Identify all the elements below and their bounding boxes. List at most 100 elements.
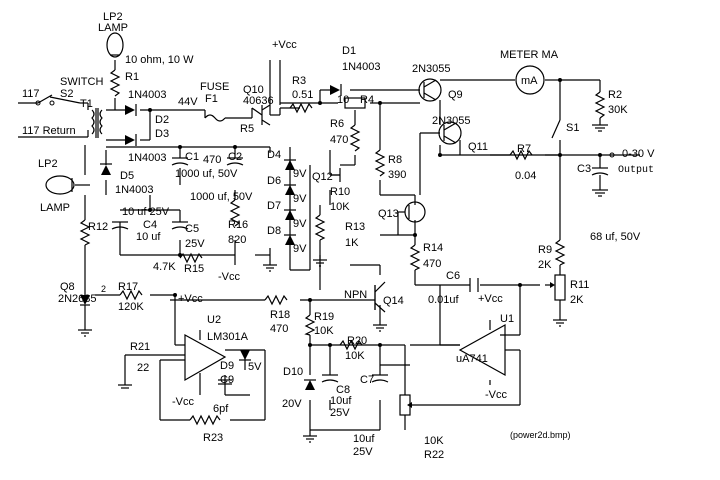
label-vcc-top: +Vcc — [272, 39, 297, 51]
label-r21-val: 22 — [137, 362, 149, 374]
capacitor-c3 — [591, 167, 609, 197]
capacitor-c7 — [371, 374, 389, 383]
label-r11: R11 — [570, 279, 589, 291]
zener-stack — [284, 159, 296, 265]
label-c8-v: 25V — [330, 407, 350, 419]
label-r15: R15 — [184, 263, 204, 275]
label-u1-part: uA741 — [456, 353, 488, 365]
transformer-t1 — [91, 108, 103, 138]
label-r16-val: 820 — [228, 234, 246, 246]
resistor-r14 — [409, 244, 421, 271]
label-r14: R14 — [423, 242, 443, 254]
capacitor-c9 — [218, 379, 232, 385]
label-out-range: 0-30 V — [622, 148, 655, 160]
label-d2-part: 1N4003 — [128, 89, 167, 101]
label-c6: C6 — [446, 270, 460, 282]
label-r18: R18 — [270, 309, 290, 321]
label-d8: D8 — [267, 225, 281, 237]
label-c1-val: 1000 uf, 50V — [175, 168, 238, 180]
label-c2-val: 1000 uf, 50V — [190, 191, 253, 203]
label-npn: NPN — [344, 289, 367, 301]
label-r11-val: 2K — [570, 294, 584, 306]
label-c5: C5 — [185, 223, 199, 235]
switch-s2 — [35, 94, 55, 106]
label-r17: R17 — [118, 281, 138, 293]
label-c2: C2 — [228, 151, 242, 163]
meter-ma — [515, 65, 545, 95]
output-terminal — [609, 152, 615, 158]
label-lamp-top: LAMP — [98, 22, 128, 34]
capacitor-c1 — [171, 157, 189, 166]
label-q9: Q9 — [448, 89, 463, 101]
label-r4-val: 10 — [337, 94, 349, 106]
label-t1: T1 — [80, 98, 93, 110]
label-117-return: 117 Return — [22, 125, 76, 137]
opamp-u1 — [458, 323, 506, 377]
labels: LP2 LAMP 10 ohm, 10 W R1 SWITCH S2 117 T… — [22, 11, 655, 461]
label-r6: R6 — [330, 118, 344, 130]
label-r16: R16 — [228, 219, 248, 231]
transistor-q13 — [404, 201, 426, 223]
label-d2: D2 — [155, 114, 169, 126]
transistor-q11 — [438, 121, 462, 145]
label-c4: C4 — [143, 219, 157, 231]
resistor-r21 — [118, 384, 132, 389]
label-r12: R12 — [88, 221, 108, 233]
label-r9: R9 — [538, 244, 552, 256]
capacitor-c6 — [469, 278, 479, 292]
capacitor-c5 — [171, 221, 189, 230]
resistor-r4 — [344, 97, 366, 109]
label-s2: S2 — [60, 88, 73, 100]
label-c2-470: 470 — [203, 154, 221, 166]
diode-d2 — [125, 104, 137, 116]
label-lp2-left: LP2 — [38, 158, 58, 170]
label-c9-val: 6pf — [213, 403, 229, 415]
label-c9: C9 — [220, 374, 234, 386]
label-r13-val: 1K — [345, 237, 359, 249]
label-vcc-u2: +Vcc — [178, 293, 203, 305]
label-d9: D9 — [220, 360, 234, 372]
capacitor-c2 — [226, 157, 244, 166]
label-lamp-left: LAMP — [40, 202, 70, 214]
label-44v: 44V — [178, 96, 198, 108]
label-r8-val: 390 — [388, 169, 406, 181]
label-c5-val: 25V — [185, 238, 205, 250]
label-c3-spec: 68 uf, 50V — [590, 231, 641, 243]
label-c4-val: 10 uf — [136, 231, 161, 243]
label-r3-val: 0.51 — [292, 89, 313, 101]
capacitor-c4 — [111, 221, 129, 230]
label-d3: D3 — [155, 128, 169, 140]
label-9v-d: 9V — [293, 243, 307, 255]
label-d10: D10 — [283, 366, 303, 378]
label-r5: R5 — [240, 123, 254, 135]
fuse-f1 — [204, 114, 226, 122]
resistor-r9 — [554, 239, 566, 266]
label-20v: 20V — [282, 398, 302, 410]
resistor-r18 — [264, 294, 288, 306]
label-neg-vcc-u2: -Vcc — [172, 396, 195, 408]
resistor-r6 — [349, 124, 361, 152]
label-c3: C3 — [577, 163, 591, 175]
capacitor-c8 — [321, 374, 339, 383]
label-r6-val: 470 — [330, 134, 348, 146]
resistor-r7 — [509, 149, 533, 161]
potentiometer-r22 — [399, 394, 412, 416]
label-s1: S1 — [566, 122, 579, 134]
label-r15-val: 4.7K — [153, 261, 176, 273]
label-neg-vcc-u1: -Vcc — [485, 389, 508, 401]
lamp-lp2-left — [45, 175, 75, 195]
label-u1: U1 — [500, 313, 514, 325]
label-c6-val: 0.01uf — [428, 294, 460, 306]
lamp-lp2-top — [106, 32, 124, 58]
label-r2-val: 30K — [608, 104, 628, 116]
label-q14: Q14 — [383, 295, 404, 307]
label-r21: R21 — [130, 341, 150, 353]
label-u2: U2 — [207, 314, 221, 326]
label-pin2: 2 — [101, 284, 106, 294]
label-d3-part: 1N4003 — [128, 152, 167, 164]
opamp-u2 — [184, 330, 227, 395]
label-9v-c: 9V — [293, 218, 307, 230]
resistor-r16 — [229, 199, 241, 227]
